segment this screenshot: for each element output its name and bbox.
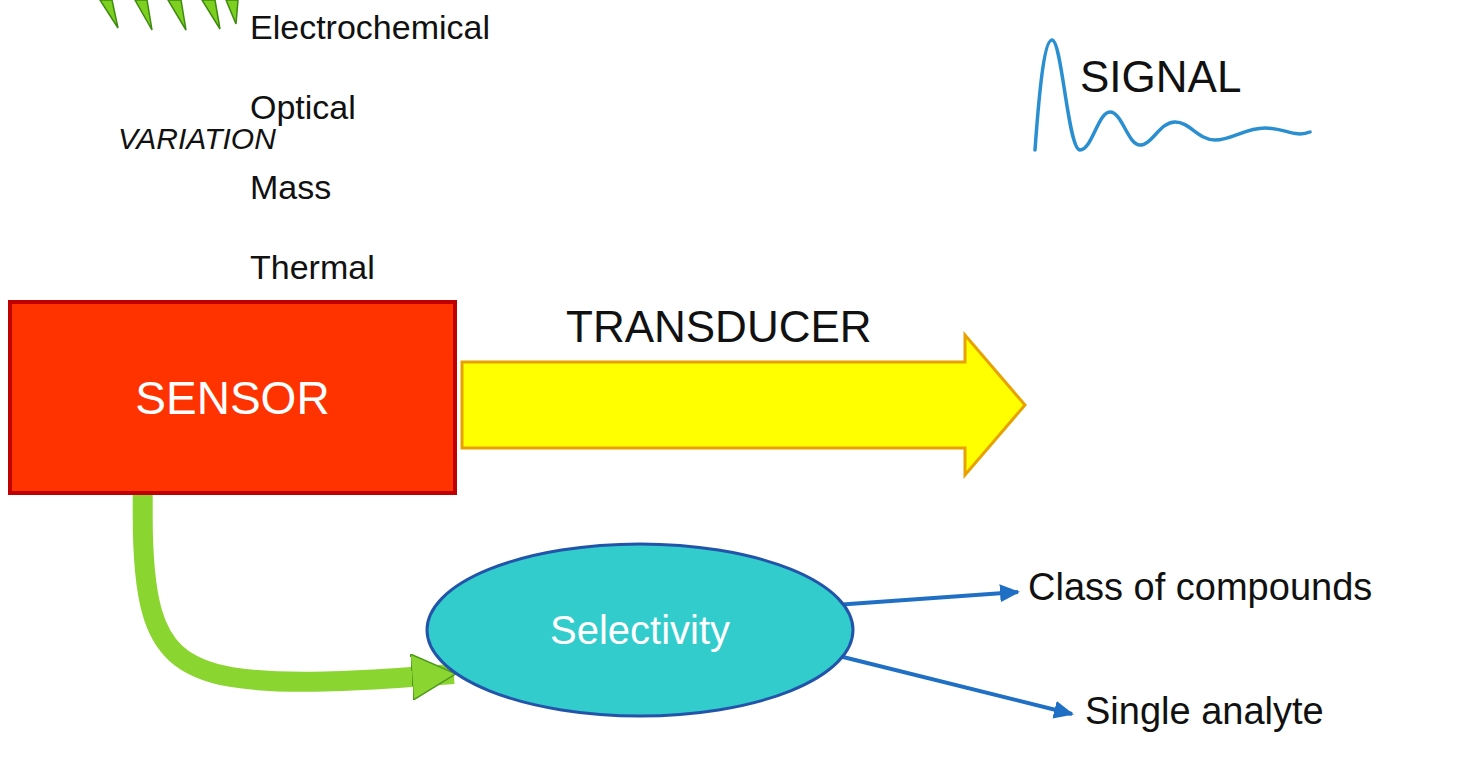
variation-type: Optical — [250, 88, 356, 127]
sensor-box: SENSOR — [8, 300, 457, 495]
spike — [202, 0, 220, 29]
spike — [168, 0, 186, 30]
spike — [100, 0, 118, 28]
signal-label: SIGNAL — [1080, 52, 1241, 103]
transducer-label: TRANSDUCER — [566, 302, 872, 353]
variation-type: Thermal — [250, 248, 375, 287]
selectivity-ellipse: Selectivity — [425, 542, 855, 718]
transducer-arrow — [462, 335, 1025, 475]
signal-wave — [1035, 40, 1310, 150]
curved-arrow — [143, 495, 454, 682]
selectivity-class: Single analyte — [1085, 690, 1324, 734]
node-title: SENSOR — [135, 371, 329, 425]
selectivity-arrow — [835, 592, 1018, 605]
green-starburst — [100, 0, 238, 30]
ellipse-shape — [427, 544, 853, 716]
variation-type: Electrochemical — [250, 8, 490, 47]
variation-label: VARIATION — [118, 122, 276, 157]
spike — [135, 0, 152, 30]
node-title: Selectivity — [550, 608, 730, 653]
selectivity-arrow — [835, 655, 1072, 714]
variation-type: Mass — [250, 168, 331, 207]
spike — [226, 0, 238, 24]
selectivity-class: Class of compounds — [1028, 566, 1372, 610]
